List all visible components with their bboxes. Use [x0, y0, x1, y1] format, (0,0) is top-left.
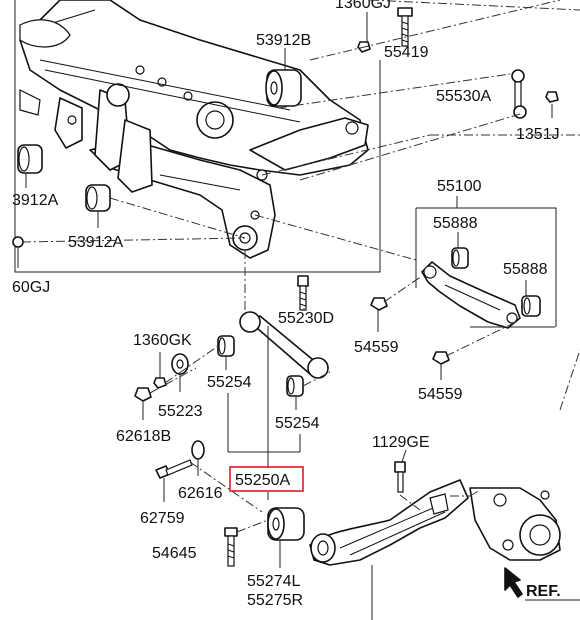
- label-53912a-left[interactable]: 3912A: [12, 192, 59, 209]
- bolt-62759: [155, 459, 193, 479]
- bushing-55254-a: [217, 335, 235, 357]
- label-1351j[interactable]: 1351J: [516, 126, 560, 143]
- crossmember-frame: [14, 0, 381, 273]
- washer-55223: [171, 353, 189, 375]
- bolt-55419: [397, 7, 413, 47]
- nut-1360gk: [153, 377, 167, 389]
- label-ref[interactable]: REF.: [526, 583, 561, 600]
- bushing-55274l: [267, 507, 305, 541]
- label-55254-b[interactable]: 55254: [275, 415, 320, 432]
- rear-crossmember: [19, 0, 369, 259]
- label-55275r[interactable]: 55275R: [247, 592, 303, 609]
- nut-54559-b: [432, 351, 450, 365]
- label-54559-a[interactable]: 54559: [354, 339, 399, 356]
- connection-lines: [21, 0, 580, 533]
- ref-arrow: [504, 567, 580, 601]
- nut-62618b: [134, 387, 152, 402]
- label-55888-a[interactable]: 55888: [433, 215, 478, 232]
- bushing-53912b: [265, 69, 302, 107]
- knuckle: [469, 487, 561, 561]
- leader-lines: [17, 12, 553, 620]
- label-1129ge[interactable]: 1129GE: [372, 434, 430, 451]
- label-55100[interactable]: 55100: [437, 178, 482, 195]
- bushing-55888-a: [451, 247, 469, 269]
- label-54559-b[interactable]: 54559: [418, 386, 463, 403]
- label-55419[interactable]: 55419: [384, 44, 429, 61]
- label-55223[interactable]: 55223: [158, 403, 203, 420]
- label-62616[interactable]: 62616: [178, 485, 223, 502]
- bolt-1129ge: [394, 461, 406, 493]
- link-55530a: [511, 69, 559, 119]
- label-55274l[interactable]: 55274L: [247, 573, 300, 590]
- label-55888-b[interactable]: 55888: [503, 261, 548, 278]
- label-62618b[interactable]: 62618B: [116, 428, 171, 445]
- label-55254-a[interactable]: 55254: [207, 374, 252, 391]
- bolt-54645: [224, 527, 238, 567]
- lower-link-55250a: [239, 311, 329, 379]
- bolt-55230d: [297, 275, 309, 311]
- label-62759[interactable]: 62759: [140, 510, 185, 527]
- nut-54559-a: [370, 297, 388, 311]
- label-53912a[interactable]: 53912A: [68, 234, 123, 251]
- bushing-53912a: [85, 184, 111, 212]
- label-1360gj-top[interactable]: 1360GJ: [335, 0, 391, 12]
- bushing-55888-b: [521, 295, 541, 317]
- part-labels: 1360GJ 53912B 55419 55530A 1351J 3912A 5…: [12, 0, 561, 609]
- washer-62616: [191, 440, 205, 460]
- bushing-55254-b: [286, 375, 304, 397]
- label-53912b[interactable]: 53912B: [256, 32, 311, 49]
- bushing-53912a-left: [17, 144, 43, 174]
- label-1360gk[interactable]: 1360GK: [133, 332, 192, 349]
- nut-1360gj-left: [12, 236, 24, 248]
- lower-control-arm: [309, 479, 469, 566]
- label-55530a[interactable]: 55530A: [436, 88, 491, 105]
- label-55250a[interactable]: 55250A: [235, 472, 290, 489]
- label-54645[interactable]: 54645: [152, 545, 197, 562]
- label-1360gj-left[interactable]: 60GJ: [12, 279, 50, 296]
- highlight-box-55250a: [229, 466, 304, 492]
- upper-arm-box: [415, 207, 557, 329]
- label-55230d[interactable]: 55230D: [278, 310, 334, 327]
